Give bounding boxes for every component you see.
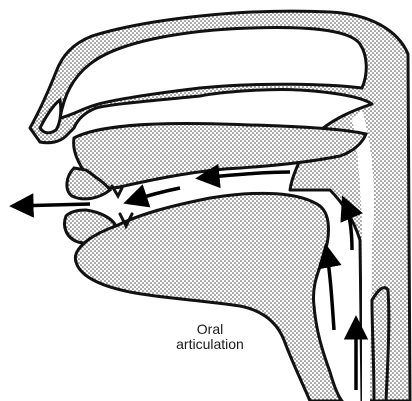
- caption-line-1: Oral: [150, 322, 270, 337]
- airflow-arrow-velum: [200, 172, 290, 178]
- caption-line-2: articulation: [150, 337, 270, 352]
- teeth: [112, 186, 132, 226]
- epiglottis: [372, 288, 389, 401]
- airflow-arrow-oral: [128, 188, 180, 202]
- airflow-arrow-exit: [14, 204, 90, 206]
- airflow-arrow-rising-left: [326, 248, 334, 330]
- caption: Oral articulation: [150, 322, 270, 352]
